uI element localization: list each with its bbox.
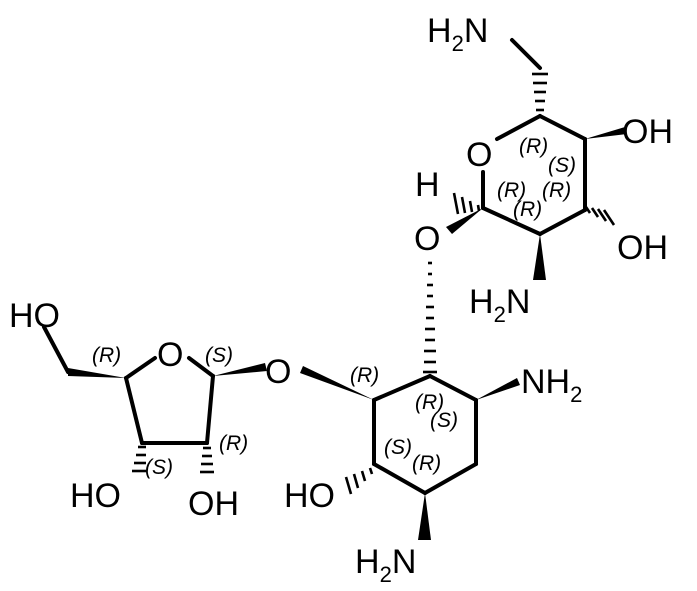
hash-bond — [532, 72, 548, 112]
wedge-bond — [585, 127, 627, 139]
hash-bond — [200, 446, 214, 474]
bond — [124, 376, 144, 445]
stereo-descriptor: (R) — [412, 452, 441, 475]
atom-labels: H2N O OH H OH O H2N HO O O NH2 HO OH HO — [9, 12, 673, 587]
hydrogen-label: H — [415, 166, 440, 204]
bond — [42, 325, 70, 374]
bond — [481, 206, 542, 236]
furanose-ring — [42, 325, 267, 474]
wedge-bond — [533, 234, 546, 280]
bond — [423, 462, 478, 495]
bond — [372, 462, 427, 495]
stereo-descriptor: (R) — [497, 179, 526, 202]
wedge-bond — [300, 366, 374, 400]
stereo-descriptor: (S) — [205, 344, 233, 367]
hash-bond — [452, 192, 481, 215]
glycosidic-oxygen-label: O — [265, 353, 291, 391]
hydroxyl-label: HO — [70, 477, 121, 515]
cyclohexane-ring — [300, 366, 520, 540]
hash-bond-long — [423, 261, 437, 374]
stereo-descriptor: (S) — [548, 154, 576, 177]
wedge-bond — [68, 368, 126, 378]
stereo-descriptor: (S) — [384, 436, 412, 459]
hydroxyl-label: OH — [188, 485, 239, 523]
glycosidic-oxygen-label: O — [414, 220, 440, 258]
ring-oxygen-label: O — [157, 336, 183, 374]
stereo-descriptor: (R) — [519, 135, 548, 158]
ring-oxygen-label: O — [466, 136, 492, 174]
bond — [495, 114, 542, 141]
wedge-bond — [213, 363, 267, 376]
stereo-descriptor: (R) — [219, 432, 248, 455]
amine-label: H2N — [355, 543, 416, 587]
stereo-descriptor: (R) — [513, 198, 542, 221]
amine-label: H2N — [427, 12, 488, 56]
wedge-bond — [418, 493, 431, 540]
stereo-descriptor: (S) — [430, 409, 458, 432]
hash-bond — [344, 467, 374, 495]
pyranose-ring — [446, 38, 627, 280]
hydroxyl-label: HO — [9, 297, 60, 335]
bond — [538, 114, 587, 141]
amine-label: NH2 — [521, 363, 582, 407]
hash-bond — [132, 445, 146, 473]
bond — [187, 356, 215, 378]
hydroxyl-label: OH — [617, 229, 668, 267]
bond — [124, 356, 157, 380]
bond — [428, 374, 478, 402]
wedge-bond — [476, 378, 520, 400]
stereo-descriptor: (R) — [542, 179, 571, 202]
amine-label: H2N — [469, 283, 530, 327]
bond — [205, 374, 215, 445]
bond — [538, 208, 587, 236]
stereo-descriptor: (S) — [145, 456, 173, 479]
wedge-bond — [446, 208, 483, 234]
stereo-descriptor: (R) — [350, 364, 379, 387]
stereo-descriptor: (R) — [415, 391, 444, 414]
hydroxyl-label: OH — [622, 113, 673, 151]
bond — [372, 374, 432, 402]
stereo-labels: (R) (S) (R) (R) (R) (R) (S) (S) (R) (R) … — [92, 135, 576, 479]
bond — [510, 38, 542, 70]
stereo-descriptor: (R) — [92, 344, 121, 367]
hash-bond — [584, 206, 616, 226]
hydroxyl-label: HO — [284, 477, 335, 515]
